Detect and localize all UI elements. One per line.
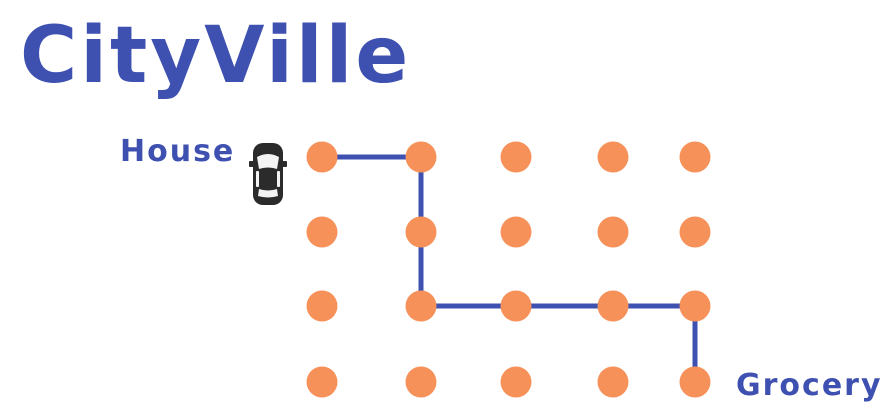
intersection-node — [500, 366, 532, 398]
route-path — [322, 154, 698, 382]
car-rear-window — [258, 189, 278, 198]
intersection-node — [597, 141, 629, 173]
car-side-window-right — [277, 171, 280, 187]
intersection-node — [500, 141, 532, 173]
intersection-grid — [306, 141, 711, 398]
intersection-node — [306, 216, 338, 248]
car-mirror-left — [249, 161, 254, 167]
route-line — [322, 154, 698, 382]
intersection-node — [597, 366, 629, 398]
car-side-window-left — [256, 171, 259, 187]
grocery-label: Grocery — [736, 368, 883, 403]
intersection-node — [597, 290, 629, 322]
page-title: CityVille — [20, 11, 412, 101]
intersection-node — [500, 290, 532, 322]
car-windshield — [257, 154, 279, 169]
intersection-node — [306, 141, 338, 173]
car-icon — [249, 143, 287, 205]
intersection-node — [500, 216, 532, 248]
intersection-node — [679, 216, 711, 248]
intersection-node — [405, 290, 437, 322]
car-mirror-right — [282, 161, 287, 167]
intersection-node — [679, 290, 711, 322]
intersection-node — [306, 366, 338, 398]
intersection-node — [306, 290, 338, 322]
intersection-node — [679, 366, 711, 398]
intersection-node — [405, 141, 437, 173]
intersection-node — [679, 141, 711, 173]
house-label: House — [120, 134, 236, 169]
intersection-node — [597, 216, 629, 248]
intersection-node — [405, 216, 437, 248]
intersection-node — [405, 366, 437, 398]
